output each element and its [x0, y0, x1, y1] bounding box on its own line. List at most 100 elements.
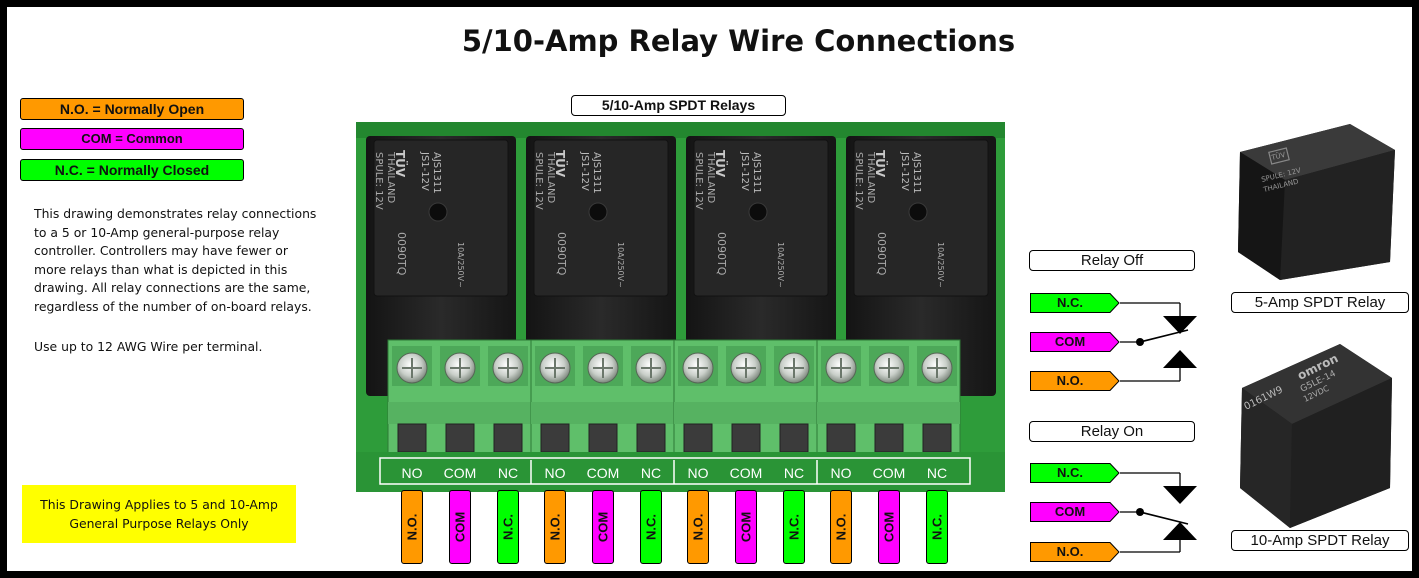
wire-label: N.O. — [401, 490, 423, 564]
relay-off-no-tag: N.O. — [1030, 371, 1120, 391]
relay-brand-text: TÜV — [553, 150, 568, 178]
terminal-wire-opening[interactable] — [636, 423, 666, 453]
terminal-block-2 — [530, 339, 675, 459]
board-terminal-label: NO — [545, 465, 566, 481]
wire-label-text: COM — [452, 511, 468, 543]
description-line-4: more relays than what is depicted in thi… — [34, 261, 288, 277]
wire-label-text: N.C. — [500, 514, 516, 540]
wire-label: N.C. — [926, 490, 948, 564]
wire-label-text: N.O. — [404, 513, 420, 541]
relay-origin-text: THAILAND — [705, 151, 716, 204]
relays-label: 5/10-Amp SPDT Relays — [571, 95, 786, 116]
board-terminal-label: COM — [873, 465, 906, 481]
relay-coil-text: SPULE: 12V — [853, 152, 864, 210]
terminal-wire-opening[interactable] — [588, 423, 618, 453]
wire-label: N.C. — [640, 490, 662, 564]
relay-5amp-photo: SPULE: 12V THAILAND TÜV — [1238, 124, 1395, 280]
relay-part-text: JS1-12V — [419, 151, 430, 191]
relay-code-text: 0090TQ — [555, 232, 568, 276]
relay-off-nc-tag: N.C. — [1030, 293, 1120, 313]
wire-label-text: N.O. — [833, 513, 849, 541]
wire-label: N.O. — [544, 490, 566, 564]
board-terminal-label: COM — [444, 465, 477, 481]
relay-on-no-text: N.O. — [1056, 544, 1084, 559]
terminal-wire-opening[interactable] — [397, 423, 427, 453]
relay-brand-text: TÜV — [393, 150, 408, 178]
description-line-3: controller. Controllers may have fewer o… — [34, 243, 288, 258]
applies-note-line-2: General Purpose Relays Only — [69, 516, 249, 531]
wire-gauge-note: Use up to 12 AWG Wire per terminal. — [34, 339, 263, 354]
relay-vent-hole — [908, 202, 928, 222]
relay-part-text: JS1-12V — [739, 151, 750, 191]
legend-no: N.O. = Normally Open — [20, 98, 244, 120]
terminal-wire-opening[interactable] — [731, 423, 761, 453]
relay-origin-text: THAILAND — [545, 151, 556, 204]
wire-label-text: N.O. — [690, 513, 706, 541]
applies-note: This Drawing Applies to 5 and 10-Amp Gen… — [22, 485, 296, 543]
relay-part-text: JS1-12V — [899, 151, 910, 191]
terminal-wire-opening[interactable] — [540, 423, 570, 453]
relay-on-label: Relay On — [1029, 421, 1195, 442]
terminal-wire-opening[interactable] — [874, 423, 904, 453]
wire-label-text: COM — [595, 511, 611, 543]
description-line-2: to a 5 or 10-Amp general-purpose relay — [34, 224, 280, 240]
relay-off-com-text: COM — [1054, 334, 1086, 349]
relay-model-text: AJS1311 — [911, 152, 922, 194]
description-line-6: regardless of the number of on-board rel… — [34, 298, 312, 314]
terminal-wire-opening[interactable] — [445, 423, 475, 453]
relay-on-nc-shape — [1030, 463, 1120, 483]
relay-rating-text: 10A/250V~ — [936, 242, 945, 288]
relay-10amp-caption: 10-Amp SPDT Relay — [1231, 530, 1409, 551]
relay-coil-text: SPULE: 12V — [693, 152, 704, 210]
relay-rating-text: 10A/250V~ — [616, 242, 625, 288]
terminal-wire-opening[interactable] — [493, 423, 523, 453]
terminal-wire-opening[interactable] — [922, 423, 952, 453]
relay-vent-hole — [748, 202, 768, 222]
board-terminal-label: COM — [730, 465, 763, 481]
relay-vent-hole — [428, 202, 448, 222]
board-terminal-label: NO — [831, 465, 852, 481]
board-terminal-label: NC — [498, 465, 518, 481]
relay-on-nc-text: N.C. — [1057, 465, 1083, 480]
relay-on-com-text: COM — [1054, 504, 1086, 519]
relay-brand-text: TÜV — [873, 150, 888, 178]
terminal-wire-opening[interactable] — [683, 423, 713, 453]
page-title: 5/10-Amp Relay Wire Connections — [461, 24, 1016, 58]
wire-label-text: COM — [738, 511, 754, 543]
relay-vent-hole — [588, 202, 608, 222]
legend-com: COM = Common — [20, 128, 244, 150]
description-line-1: This drawing demonstrates relay connecti… — [34, 206, 317, 221]
relay-5amp-print-0: TÜV — [1269, 150, 1286, 162]
wire-label: N.O. — [687, 490, 709, 564]
relay-off-com-tag: COM — [1030, 332, 1120, 352]
relay-off-nc-text: N.C. — [1057, 295, 1083, 310]
terminal-block-3 — [673, 339, 818, 459]
wire-label: COM — [878, 490, 900, 564]
wire-label: N.C. — [497, 490, 519, 564]
relay-model-text: AJS1311 — [591, 152, 602, 194]
relay-10amp-photo: omron G5LE-14 12VDC 0161W9 — [1240, 344, 1392, 528]
terminal-wire-opening[interactable] — [779, 423, 809, 453]
wire-label: COM — [735, 490, 757, 564]
terminal-wire-opening[interactable] — [826, 423, 856, 453]
relay-rating-text: 10A/250V~ — [776, 242, 785, 288]
relay-on-no-tag: N.O. — [1030, 542, 1120, 562]
wire-label-text: N.C. — [643, 514, 659, 540]
relay-origin-text: THAILAND — [865, 151, 876, 204]
relay-part-text: JS1-12V — [579, 151, 590, 191]
wire-label: N.C. — [783, 490, 805, 564]
relay-on-nc-tag: N.C. — [1030, 463, 1120, 483]
relay-off-label: Relay Off — [1029, 250, 1195, 271]
board-terminal-label: NC — [927, 465, 947, 481]
wire-label-text: N.C. — [929, 514, 945, 540]
relay-brand-text: TÜV — [713, 150, 728, 178]
applies-note-line-1: This Drawing Applies to 5 and 10-Amp — [40, 497, 278, 512]
terminal-block-4 — [816, 339, 961, 459]
relay-code-text: 0090TQ — [715, 232, 728, 276]
relay-model-text: AJS1311 — [751, 152, 762, 194]
wire-label-text: N.C. — [786, 514, 802, 540]
relay-on-com-tag: COM — [1030, 502, 1120, 522]
